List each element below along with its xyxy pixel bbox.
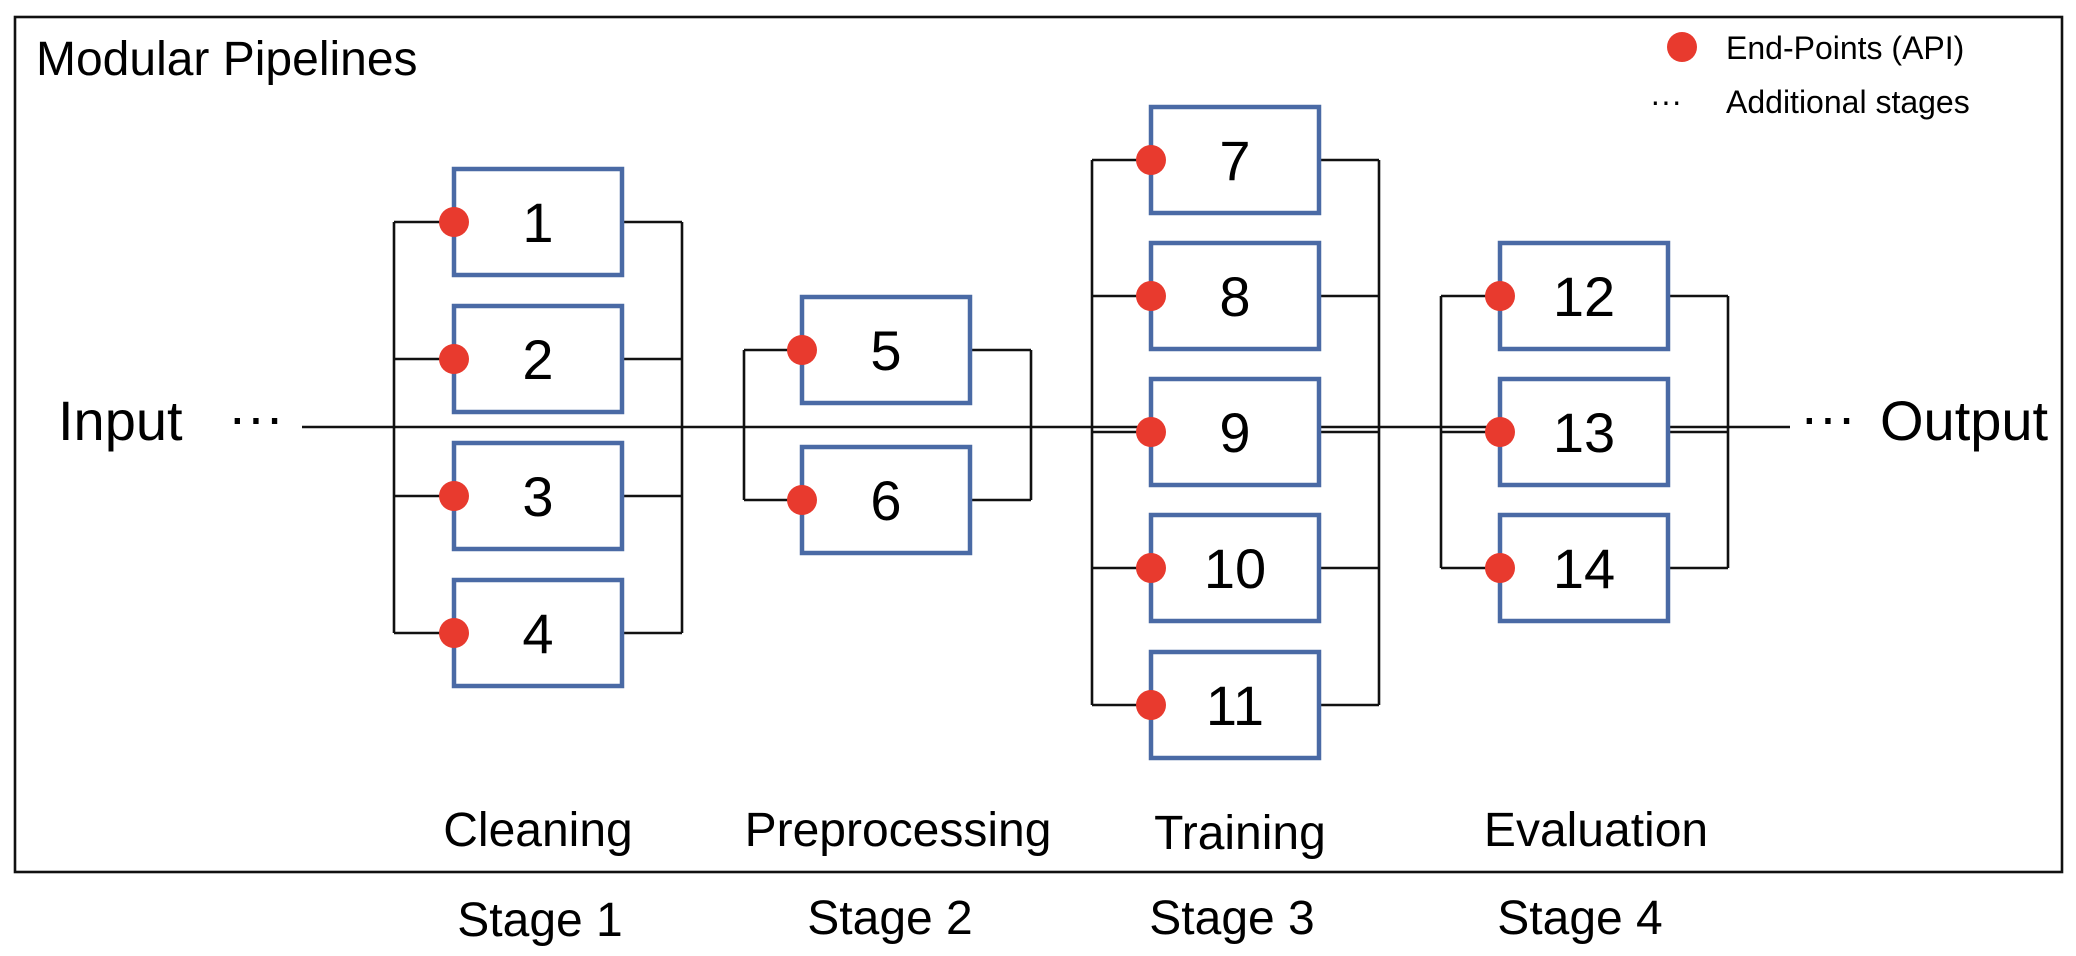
diagram-frame	[13, 15, 2064, 874]
module-10-box	[1148, 512, 1322, 624]
stage-2-name: Preprocessing	[745, 804, 1052, 857]
module-7-label: 7	[1219, 129, 1250, 192]
module-14-label: 14	[1553, 537, 1615, 600]
module-12-label: 12	[1553, 265, 1615, 328]
module-6-endpoint-icon	[787, 485, 817, 515]
module-9-box	[1148, 376, 1322, 488]
module-3-endpoint-icon	[439, 481, 469, 511]
input-ellipsis-icon: ···	[228, 385, 284, 448]
stage-2-label: Stage 2	[807, 892, 972, 945]
legend: End-Points (API) ··· Additional stages	[1650, 30, 1970, 120]
module-5-endpoint-icon	[787, 335, 817, 365]
output-ellipsis-icon: ···	[1800, 385, 1856, 448]
module-13-box	[1497, 376, 1671, 488]
legend-additional-label: Additional stages	[1726, 84, 1970, 120]
legend-endpoint-icon	[1667, 32, 1697, 62]
module-10-endpoint-icon	[1136, 553, 1166, 583]
module-14-box	[1497, 512, 1671, 624]
legend-endpoint-label: End-Points (API)	[1726, 30, 1964, 66]
module-6-box	[799, 444, 973, 556]
module-1-label: 1	[522, 191, 553, 254]
stage-4-group: 12 13 14	[1439, 240, 1730, 624]
legend-ellipsis-icon: ···	[1650, 83, 1682, 119]
diagram-title: Modular Pipelines	[36, 33, 418, 86]
input-label: Input	[58, 389, 183, 452]
module-4-label: 4	[522, 602, 553, 665]
stage-4-label: Stage 4	[1497, 892, 1662, 945]
module-14-endpoint-icon	[1485, 553, 1515, 583]
stage-4-name: Evaluation	[1484, 804, 1708, 857]
module-9-endpoint-icon	[1136, 417, 1166, 447]
module-8-endpoint-icon	[1136, 281, 1166, 311]
stage-3-label: Stage 3	[1149, 892, 1314, 945]
module-6-label: 6	[870, 469, 901, 532]
stage-1-name: Cleaning	[443, 804, 632, 857]
module-10-label: 10	[1204, 537, 1266, 600]
module-3-label: 3	[522, 465, 553, 528]
module-2-label: 2	[522, 328, 553, 391]
stage-3-group: 7 8 9 10 11	[1090, 104, 1381, 761]
module-12-box	[1497, 240, 1671, 352]
module-8-label: 8	[1219, 265, 1250, 328]
module-11-label: 11	[1206, 674, 1264, 737]
module-1-box	[451, 166, 625, 278]
module-11-box	[1148, 649, 1322, 761]
module-4-endpoint-icon	[439, 618, 469, 648]
stage-3-name: Training	[1154, 807, 1326, 860]
stage-1-label: Stage 1	[457, 894, 622, 947]
module-11-endpoint-icon	[1136, 690, 1166, 720]
module-13-endpoint-icon	[1485, 417, 1515, 447]
module-5-box	[799, 294, 973, 406]
module-2-endpoint-icon	[439, 344, 469, 374]
module-1-endpoint-icon	[439, 207, 469, 237]
module-13-label: 13	[1553, 401, 1615, 464]
stage-2-group: 56	[742, 294, 1033, 556]
module-5-label: 5	[870, 319, 901, 382]
module-2-box	[451, 303, 625, 415]
module-8-box	[1148, 240, 1322, 352]
module-12-endpoint-icon	[1485, 281, 1515, 311]
output-label: Output	[1880, 389, 2049, 452]
stage-1-group: 1 2 3 4	[392, 166, 684, 689]
module-9-label: 9	[1219, 401, 1250, 464]
module-7-endpoint-icon	[1136, 145, 1166, 175]
